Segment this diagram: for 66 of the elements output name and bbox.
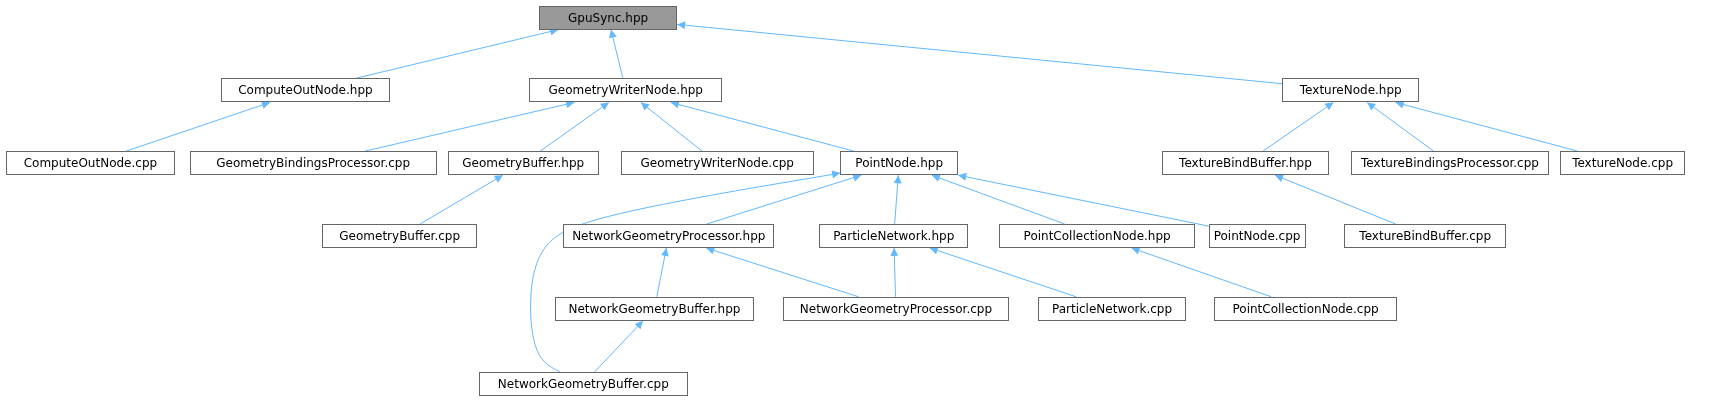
file-box	[5, 151, 176, 176]
file-name: GeometryWriterNode.hpp	[548, 83, 703, 98]
file-name: GpuSync.hpp	[568, 10, 649, 25]
arrow	[705, 246, 859, 298]
file-box	[1344, 223, 1507, 248]
file-name: TextureBindingsProcessor.cpp	[1361, 156, 1539, 171]
arrow	[594, 320, 644, 373]
file-name: GeometryBuffer.hpp	[462, 156, 585, 171]
arrow	[957, 172, 1210, 227]
arrow	[640, 101, 703, 152]
file-name: GeometryBindingsProcessor.cpp	[216, 156, 411, 171]
file-box	[563, 223, 775, 248]
file-name: NetworkGeometryProcessor.hpp	[572, 228, 766, 243]
file-name: PointNode.hpp	[855, 156, 944, 171]
file-box	[1208, 223, 1306, 248]
file-name: GeometryBuffer.cpp	[339, 228, 461, 243]
arrow	[419, 174, 504, 225]
arrow	[1262, 101, 1334, 152]
file-box	[321, 223, 478, 248]
file-name: TextureBindBuffer.cpp	[1359, 228, 1492, 243]
file-box	[447, 151, 599, 176]
file-name: NetworkGeometryProcessor.cpp	[799, 301, 993, 316]
arrow	[676, 21, 1283, 85]
file-name: ComputeOutNode.cpp	[23, 156, 158, 171]
arrow	[929, 246, 1077, 298]
arrow	[530, 170, 841, 373]
file-name: NetworkGeometryBuffer.hpp	[568, 301, 741, 316]
file-box	[782, 296, 1009, 321]
file-box	[539, 5, 678, 30]
file-name: ParticleNetwork.hpp	[833, 228, 955, 243]
file-box	[1282, 78, 1420, 103]
file-box	[819, 223, 969, 248]
file-box	[478, 371, 689, 396]
file-name: PointCollectionNode.cpp	[1232, 301, 1379, 316]
file-box	[220, 78, 391, 103]
file-box	[1162, 151, 1329, 176]
file-box	[1214, 296, 1398, 321]
file-box	[529, 78, 723, 103]
file-box	[620, 151, 814, 176]
arrow	[706, 173, 862, 225]
file-box	[1560, 151, 1685, 176]
arrow	[656, 247, 669, 298]
arrow	[539, 101, 610, 152]
file-name: TextureNode.cpp	[1572, 156, 1674, 171]
file-name: NetworkGeometryBuffer.cpp	[497, 376, 669, 391]
file-name: ComputeOutNode.hpp	[238, 83, 373, 98]
arrow	[1131, 246, 1272, 298]
file-box	[999, 223, 1196, 248]
arrow	[931, 174, 1066, 225]
file-box	[189, 151, 437, 176]
file-box	[554, 296, 755, 321]
file-name: TextureNode.hpp	[1299, 83, 1402, 98]
arrow	[893, 174, 902, 225]
arrow	[609, 29, 624, 79]
file-name: TextureBindBuffer.hpp	[1179, 156, 1312, 171]
arrow	[1366, 101, 1435, 152]
file-name: PointNode.cpp	[1213, 228, 1301, 243]
arrow	[125, 101, 271, 152]
file-name: PointCollectionNode.hpp	[1023, 228, 1171, 243]
file-name: ParticleNetwork.cpp	[1052, 301, 1173, 316]
arrow	[1274, 174, 1397, 225]
file-box	[1350, 151, 1550, 176]
arrow	[890, 247, 899, 298]
file-name: GeometryWriterNode.cpp	[640, 156, 794, 171]
file-box	[840, 151, 959, 176]
file-box	[1037, 296, 1187, 321]
